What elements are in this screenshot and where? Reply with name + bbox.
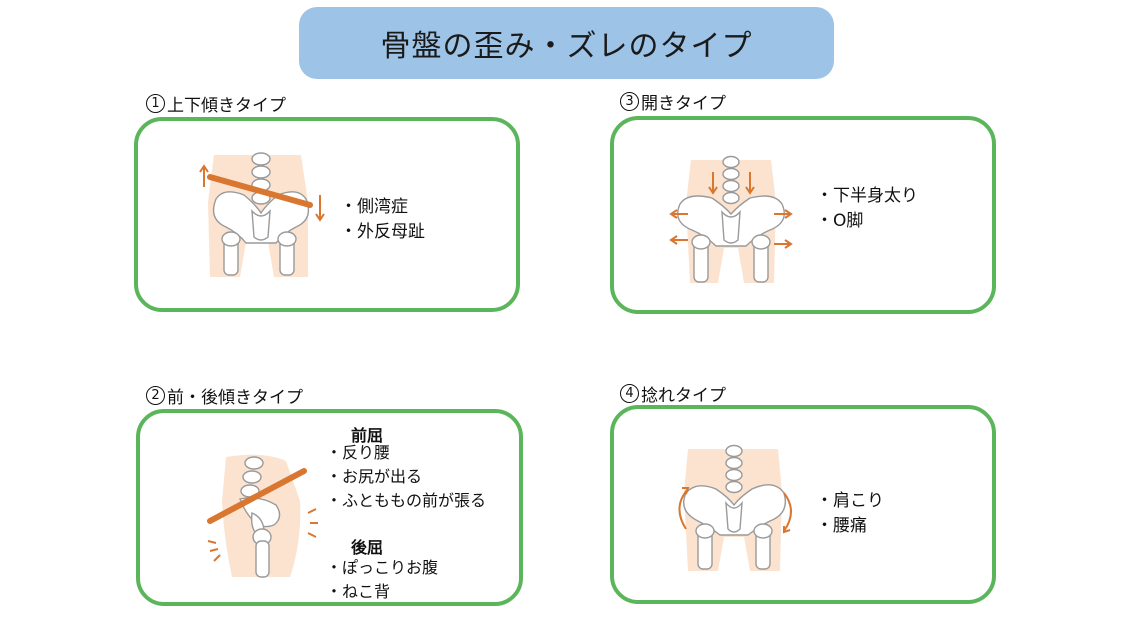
section-number-3: 3 bbox=[620, 92, 639, 111]
section-3-label: 3 開きタイプ bbox=[620, 89, 726, 114]
section-2-label: 2 前・後傾きタイプ bbox=[146, 383, 303, 408]
symptom-item: ふとももの前が張る bbox=[326, 489, 486, 513]
section-2-title: 前・後傾きタイプ bbox=[167, 388, 303, 408]
panel-tilt-frontback: 前屈 反り腰 お尻が出る ふとももの前が張る 後屈 ぽっこりお腹 ねこ背 bbox=[136, 409, 523, 606]
pelvis-illustration-twist bbox=[678, 444, 792, 571]
symptom-item: 肩こり bbox=[816, 489, 884, 514]
symptom-item: 外反母趾 bbox=[340, 220, 425, 245]
symptom-list-1: 側湾症 外反母趾 bbox=[340, 195, 425, 245]
section-number-2: 2 bbox=[146, 386, 165, 405]
panel-open: 下半身太り O脚 bbox=[610, 116, 996, 314]
symptom-item: 腰痛 bbox=[816, 514, 884, 539]
panel-twist: 肩こり 腰痛 bbox=[610, 405, 996, 604]
symptom-item: 下半身太り bbox=[816, 184, 918, 209]
pelvis-illustration-open bbox=[669, 155, 793, 283]
symptom-list-3: 下半身太り O脚 bbox=[816, 184, 918, 234]
page-title: 骨盤の歪み・ズレのタイプ bbox=[380, 29, 753, 64]
section-1-label: 1 上下傾きタイプ bbox=[146, 91, 286, 116]
group-heading-backward: 後屈 bbox=[351, 538, 384, 557]
symptom-item: 反り腰 bbox=[326, 441, 486, 465]
section-number-1: 1 bbox=[146, 94, 165, 113]
symptom-item: お尻が出る bbox=[326, 465, 486, 489]
section-1-title: 上下傾きタイプ bbox=[167, 96, 286, 116]
pelvis-illustration-sideview bbox=[207, 454, 318, 578]
symptom-list-backward: ぽっこりお腹 ねこ背 bbox=[326, 556, 438, 604]
symptom-item: O脚 bbox=[816, 209, 918, 234]
section-4-label: 4 捻れタイプ bbox=[620, 381, 726, 406]
symptom-list-forward: 反り腰 お尻が出る ふとももの前が張る bbox=[326, 441, 486, 513]
symptom-list-4: 肩こり 腰痛 bbox=[816, 489, 884, 539]
panel-tilt-updown: 側湾症 外反母趾 bbox=[134, 117, 520, 312]
section-number-4: 4 bbox=[620, 384, 639, 403]
symptom-item: ぽっこりお腹 bbox=[326, 556, 438, 580]
pelvis-illustration-tilt bbox=[199, 152, 325, 277]
symptom-item: ねこ背 bbox=[326, 580, 438, 604]
section-4-title: 捻れタイプ bbox=[641, 386, 726, 406]
title-banner: 骨盤の歪み・ズレのタイプ bbox=[299, 7, 834, 79]
symptom-item: 側湾症 bbox=[340, 195, 425, 220]
section-3-title: 開きタイプ bbox=[641, 94, 726, 114]
